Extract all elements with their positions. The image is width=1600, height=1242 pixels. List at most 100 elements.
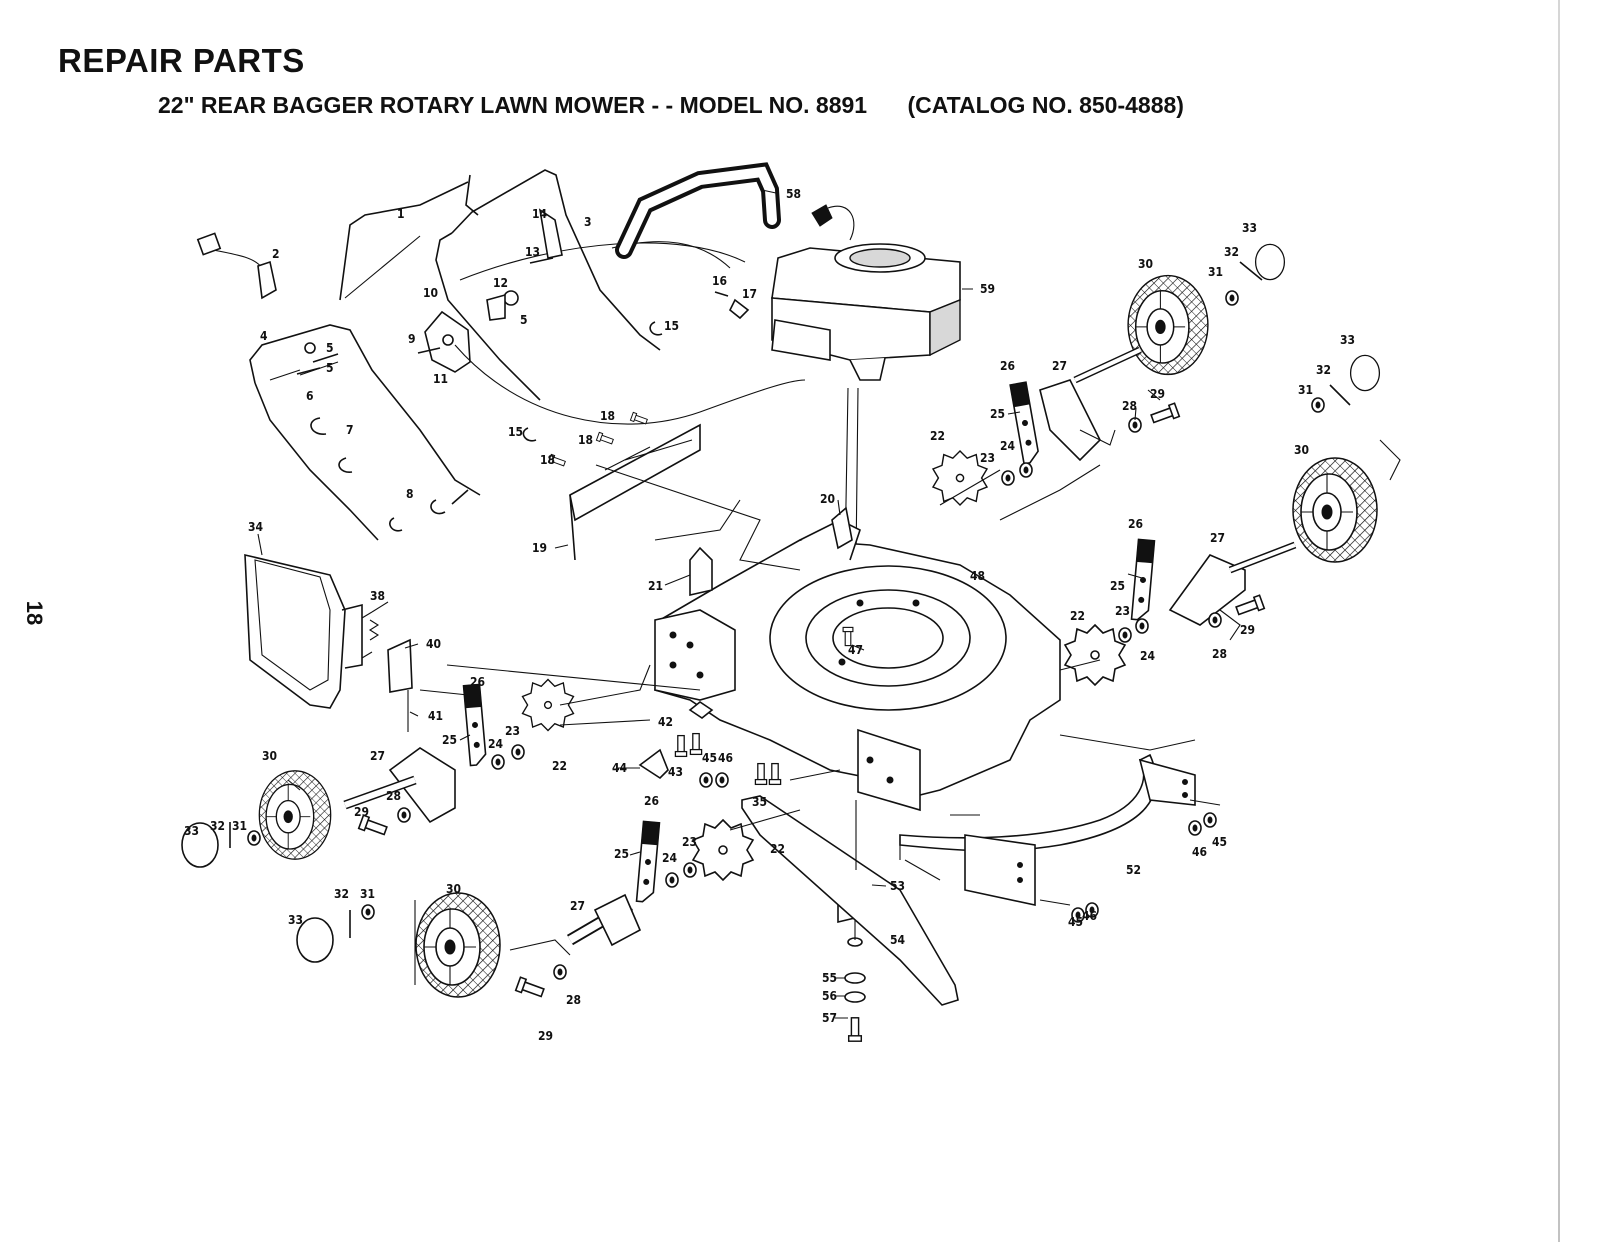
small-handle-hardware [196, 208, 750, 532]
callout-8: 8 [406, 487, 414, 501]
deck-bracket-20 [831, 506, 853, 550]
callout-45c: 45 [1068, 915, 1083, 929]
callout-41: 41 [428, 709, 443, 723]
wheel-rear-right-upper [1127, 274, 1209, 376]
callout-31b: 31 [1298, 383, 1313, 397]
callout-32d: 32 [334, 887, 349, 901]
callout-9: 9 [408, 332, 416, 346]
callout-22c: 22 [552, 759, 567, 773]
guide-lines [414, 429, 1401, 985]
callout-26b: 26 [1128, 517, 1143, 531]
upper-handle [435, 169, 661, 401]
callout-7: 7 [346, 423, 354, 437]
blade-hardware [844, 972, 866, 1042]
callout-28b: 28 [1212, 647, 1227, 661]
callout-18b: 18 [578, 433, 593, 447]
callout-24a: 24 [1000, 439, 1016, 453]
callout-23b: 23 [1115, 604, 1130, 618]
callout-33b: 33 [1340, 333, 1355, 347]
callout-53: 53 [890, 879, 905, 893]
callout-5b: 5 [326, 361, 334, 375]
callout-42: 42 [658, 715, 673, 729]
page-title: REPAIR PARTS [58, 42, 305, 79]
callout-18a: 18 [600, 409, 615, 423]
callout-5c: 5 [520, 313, 528, 327]
callout-34: 34 [248, 520, 264, 534]
callout-10: 10 [423, 286, 438, 300]
callout-25d: 25 [614, 847, 629, 861]
callout-labels: 1 2 3 4 5 5 5 6 7 8 9 10 11 12 13 14 15 … [184, 187, 1355, 1043]
callout-15a: 15 [664, 319, 679, 333]
callout-28d: 28 [566, 993, 581, 1007]
callout-18c: 18 [540, 453, 555, 467]
callout-45a: 45 [702, 751, 717, 765]
callout-20: 20 [820, 492, 835, 506]
callout-29b: 29 [1240, 623, 1255, 637]
callout-54: 54 [890, 933, 906, 947]
callout-57: 57 [822, 1011, 837, 1025]
callout-2: 2 [272, 247, 280, 261]
callout-3: 3 [584, 215, 592, 229]
callout-22d: 22 [770, 842, 785, 856]
callout-30b: 30 [1294, 443, 1309, 457]
bag-spring-and-pivot [368, 619, 413, 732]
callout-26a: 26 [1000, 359, 1015, 373]
callout-47: 47 [848, 643, 863, 657]
callout-30c: 30 [262, 749, 277, 763]
mower-blade [741, 795, 959, 1006]
callout-16: 16 [712, 274, 727, 288]
bag-frame [244, 553, 373, 709]
callout-31c: 31 [232, 819, 247, 833]
callout-14: 14 [532, 207, 548, 221]
handle-grip [615, 162, 781, 259]
callout-35: 35 [752, 795, 767, 809]
catalog-label: (CATALOG NO. 850-4888) [907, 92, 1184, 118]
callout-5a: 5 [326, 341, 334, 355]
callout-27a: 27 [1052, 359, 1067, 373]
callout-21: 21 [648, 579, 663, 593]
callout-27b: 27 [1210, 531, 1225, 545]
callout-24d: 24 [662, 851, 678, 865]
callout-28c: 28 [386, 789, 401, 803]
callout-30d: 30 [446, 882, 461, 896]
mower-deck [654, 519, 1061, 812]
hub-caps [181, 243, 1381, 963]
callout-15b: 15 [508, 425, 523, 439]
callout-56: 56 [822, 989, 837, 1003]
callout-22a: 22 [930, 429, 945, 443]
height-adjuster-front-lower [514, 819, 754, 1001]
rear-baffle [569, 423, 701, 561]
callout-55: 55 [822, 971, 837, 985]
callout-40: 40 [426, 637, 441, 651]
leader-lines [257, 189, 1161, 1019]
callout-12: 12 [493, 276, 508, 290]
engine [771, 204, 961, 381]
wheel-front-left-lower [415, 892, 501, 998]
callout-24c: 24 [488, 737, 504, 751]
callout-38: 38 [370, 589, 385, 603]
page-edge [1558, 0, 1560, 1242]
callout-13: 13 [525, 245, 540, 259]
control-bail [339, 181, 469, 301]
callout-45b: 45 [1212, 835, 1227, 849]
callout-32b: 32 [1316, 363, 1331, 377]
callout-46b: 46 [1192, 845, 1207, 859]
callout-23a: 23 [980, 451, 995, 465]
page-subtitle: 22" REAR BAGGER ROTARY LAWN MOWER - - MO… [158, 92, 1184, 119]
callout-4: 4 [260, 329, 268, 343]
handle-bracket [424, 310, 471, 373]
callout-33c: 33 [184, 824, 199, 838]
misc-hardware [547, 411, 1217, 923]
callout-27d: 27 [570, 899, 585, 913]
callout-59: 59 [980, 282, 995, 296]
callout-26d: 26 [644, 794, 659, 808]
callout-22b: 22 [1070, 609, 1085, 623]
callout-30a: 30 [1138, 257, 1153, 271]
callout-29d: 29 [538, 1029, 553, 1043]
callout-48: 48 [970, 569, 985, 583]
callout-1: 1 [397, 207, 405, 221]
callout-25b: 25 [1110, 579, 1125, 593]
side-skirt [899, 753, 1196, 906]
callout-29a: 29 [1150, 387, 1165, 401]
